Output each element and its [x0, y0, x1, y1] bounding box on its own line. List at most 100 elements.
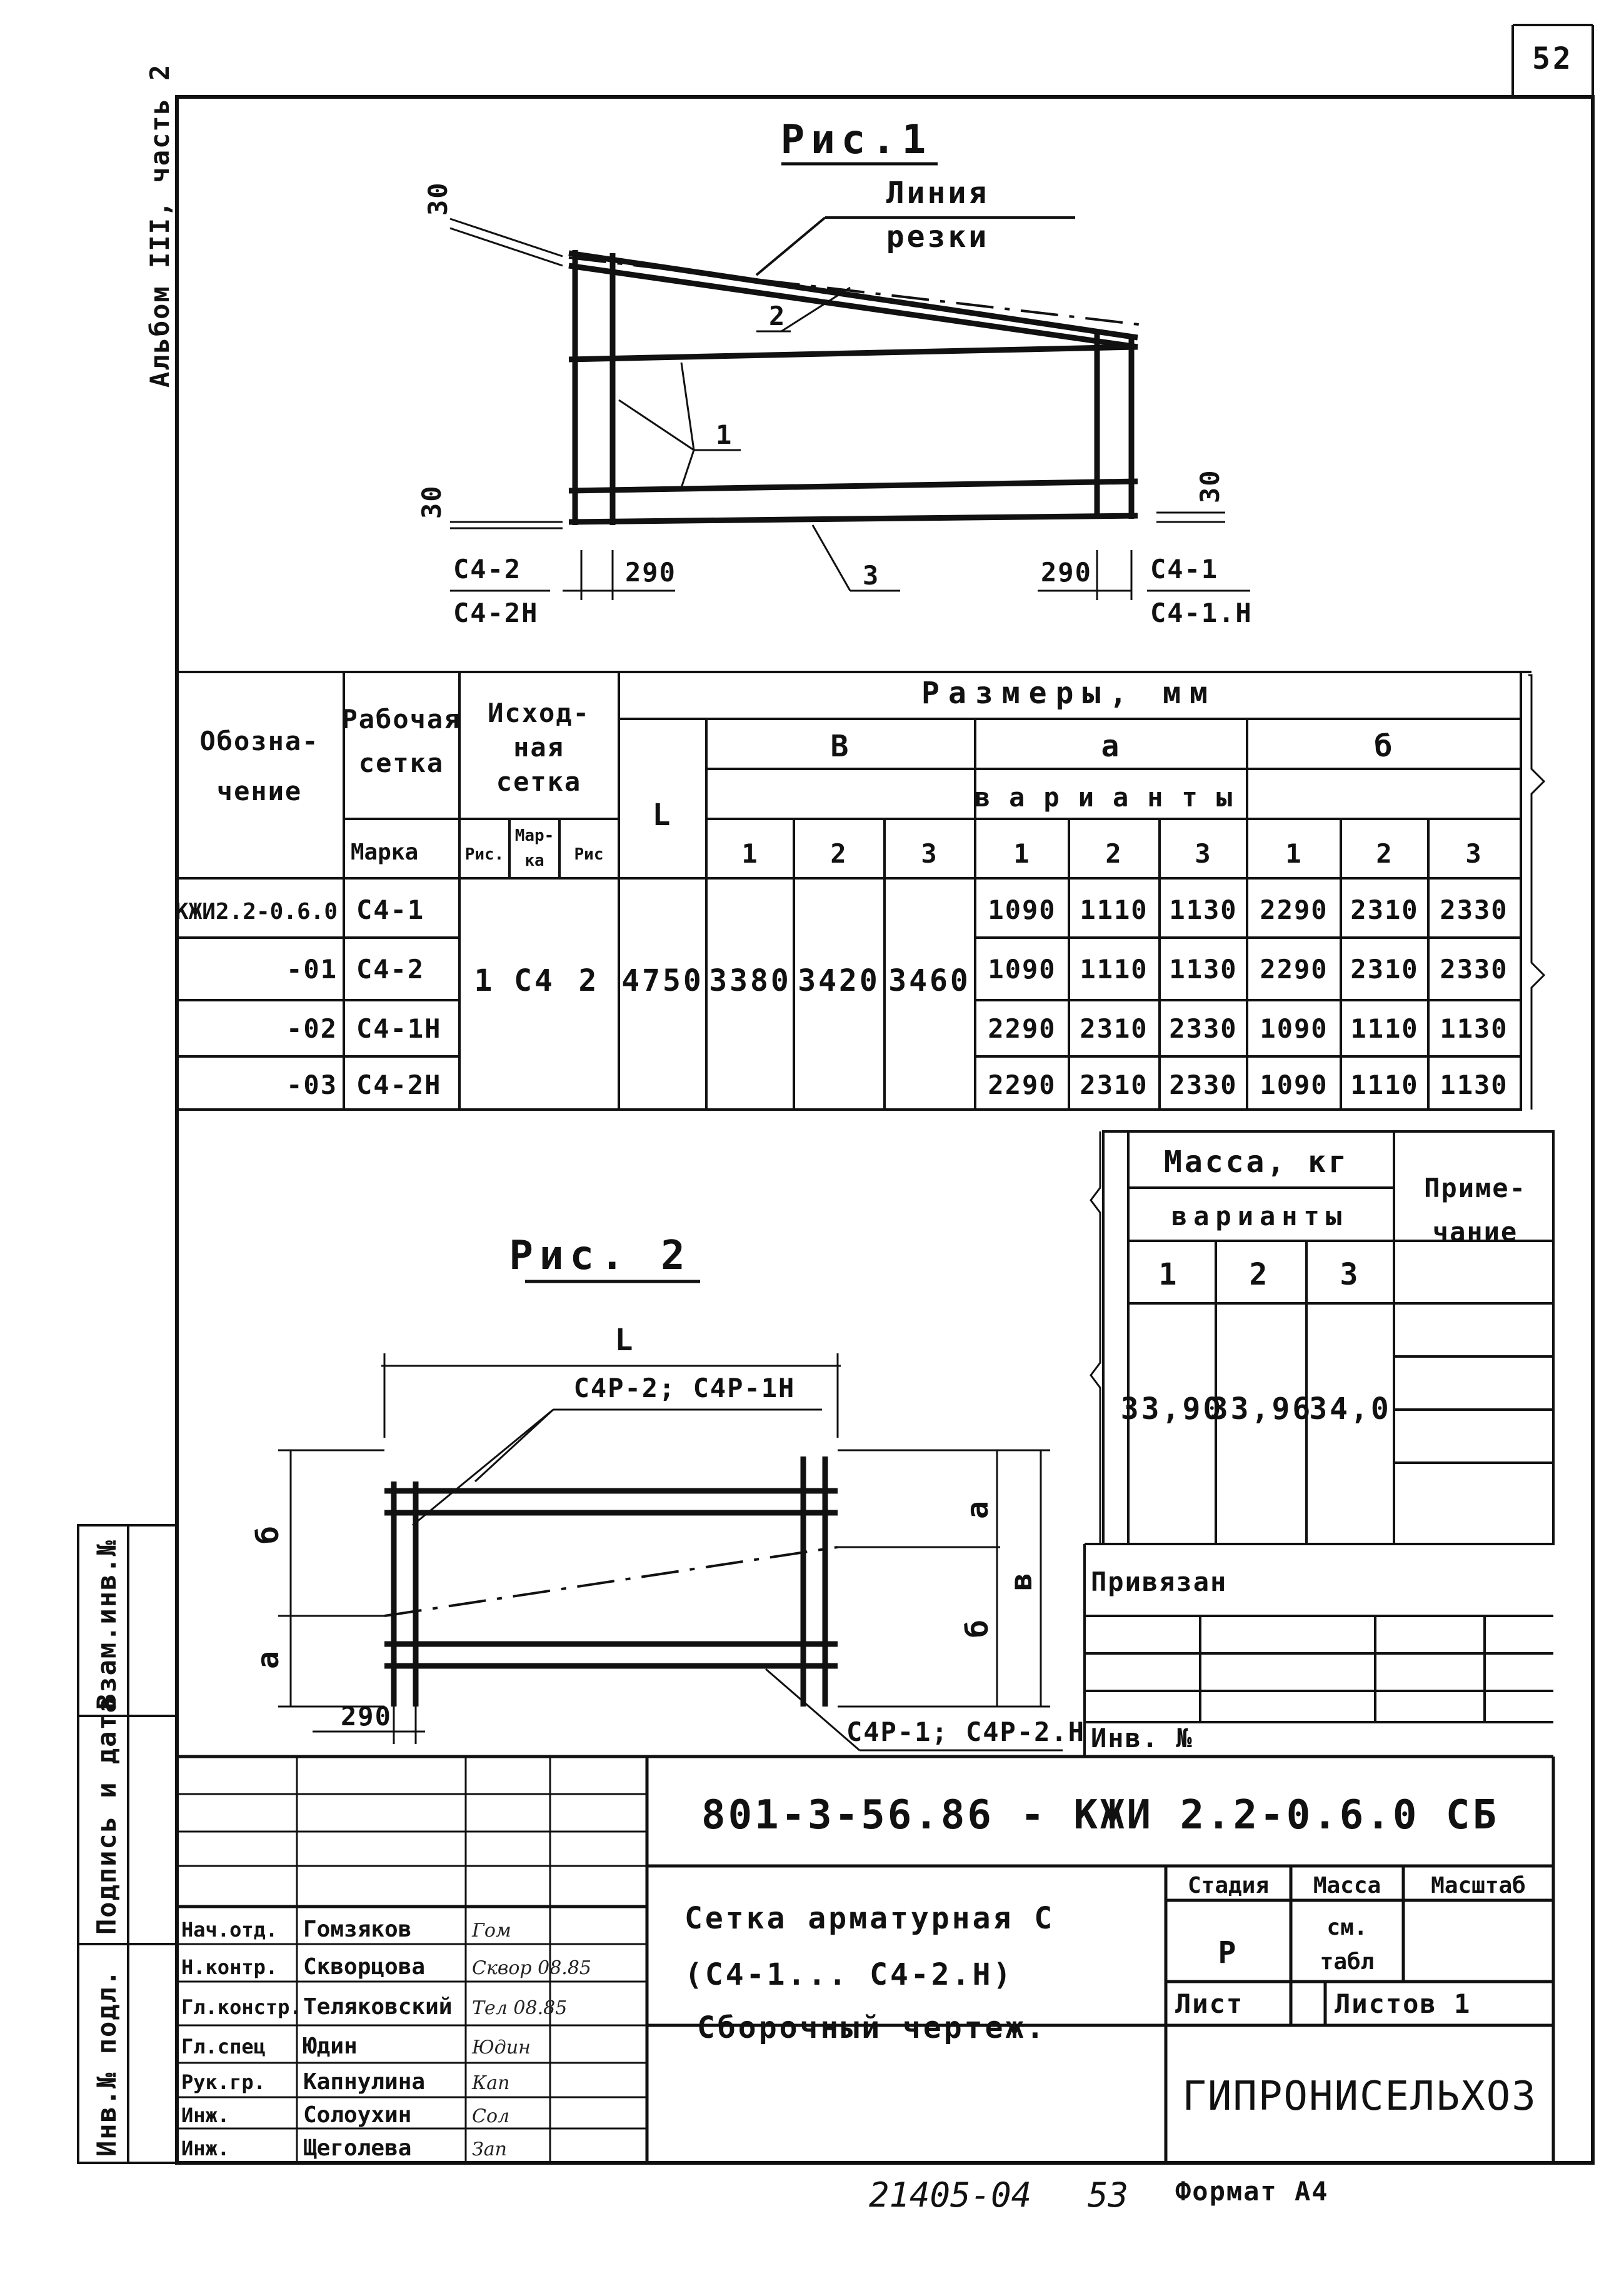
sig-name: Капнулина — [303, 2069, 425, 2095]
row3-designation: -03 — [286, 1070, 338, 1100]
sig-role: Н.контр. — [181, 1955, 278, 1979]
hdr-variants: варианты — [975, 782, 1251, 813]
hdr-sizes: Размеры, мм — [921, 676, 1216, 711]
cell: 1110 — [1350, 1070, 1418, 1100]
hdr-marka-short-1: Мар- — [515, 826, 554, 845]
sheets-label: Листов 1 — [1335, 1988, 1471, 2019]
cell: 2290 — [1260, 895, 1328, 925]
fig2-b-right: б — [960, 1617, 995, 1638]
fig2-b-left: б — [251, 1523, 286, 1544]
row3-values: 2290 2310 2330 1090 1110 1130 — [988, 1070, 1508, 1100]
cell: 1090 — [1260, 1013, 1328, 1044]
row2-designation: -02 — [286, 1013, 338, 1044]
fig1-title: Рис.1 — [781, 117, 933, 163]
fig2-L: L — [615, 1323, 636, 1358]
variant-num: 3 — [1465, 838, 1482, 869]
cell: 1130 — [1440, 1070, 1508, 1100]
cell: 2330 — [1169, 1070, 1237, 1100]
cell: 1130 — [1169, 895, 1237, 925]
variant-num: 1 — [1285, 838, 1302, 869]
cell: 1110 — [1080, 954, 1148, 985]
row2-values: 2290 2310 2330 1090 1110 1130 — [988, 1013, 1508, 1044]
fig1-dim-290-left: 290 — [625, 557, 676, 588]
sig-name: Гомзяков — [303, 1917, 411, 1942]
fig2-top-label: С4Р-2; С4Р-1Н — [574, 1373, 796, 1403]
variant-num: 1 — [1013, 838, 1030, 869]
side-stamp — [77, 1524, 178, 2164]
mass-table — [1090, 1130, 1555, 1545]
mass-variants: варианты — [1171, 1201, 1348, 1231]
footer-format: Формат А4 — [1175, 2176, 1329, 2207]
shared-B1: 3380 — [709, 963, 791, 998]
fig1-cut-line-2: резки — [886, 219, 990, 254]
fig1-dim-30-top: 30 — [423, 181, 453, 216]
hdr-a: а — [1101, 729, 1122, 764]
row1-mark: С4-2 — [356, 954, 424, 985]
cell: 1110 — [1350, 1013, 1418, 1044]
fig2-dim-290: 290 — [341, 1701, 392, 1732]
org-name: ГИПРОНИСЕЛЬХОЗ — [1182, 2073, 1536, 2120]
row0-mark: С4-1 — [356, 895, 424, 925]
hdr-source-1: Исход- — [488, 698, 590, 728]
shared-B2: 3420 — [798, 963, 880, 998]
hdr-working-2: сетка — [359, 748, 444, 778]
side-stamp-inv-orig: Инв.№ подл. — [91, 1969, 122, 2157]
cell: 2330 — [1440, 895, 1508, 925]
hdr-marka: Марка — [351, 840, 418, 865]
mass-var-2: 2 — [1250, 1257, 1270, 1292]
side-stamp-signature-date: Подпись и дата — [91, 1696, 122, 1935]
sig-role: Инж. — [181, 2103, 229, 2127]
footer-number: 21405-04 — [869, 2175, 1031, 2215]
row1-designation: -01 — [286, 954, 338, 985]
sig-name: Теляковский — [303, 1994, 452, 2020]
sig-name: Щеголева — [303, 2135, 411, 2161]
fig2-bottom-label: С4Р-1; С4Р-2.Н — [846, 1717, 1085, 1747]
hdr-ris: Рис. — [465, 845, 504, 864]
mass-value-1: см. — [1326, 1915, 1367, 1940]
hdr-ris2: Рис — [574, 845, 604, 864]
sig-sign: Зап — [472, 2138, 507, 2160]
doc-title-2: (С4-1... С4-2.Н) — [684, 1957, 1013, 1992]
hdr-source-3: сетка — [496, 766, 581, 797]
sig-sign: Сол — [472, 2105, 509, 2127]
fig2-B-right: в — [1004, 1570, 1039, 1591]
cell: 2290 — [988, 1013, 1056, 1044]
doc-title-3: Сборочный чертеж. — [697, 2010, 1046, 2045]
fig1-callout-3: 3 — [863, 560, 880, 591]
fig1-left-label-bottom: С4-2Н — [453, 598, 538, 628]
fig1-callout-2: 2 — [769, 301, 786, 331]
mass-val-2: 33,96 — [1210, 1391, 1313, 1426]
fig1-cut-line-1: Линия — [886, 176, 990, 211]
shared-B3: 3460 — [888, 963, 971, 998]
cell: 2290 — [988, 1070, 1056, 1100]
mass-note-1: Приме- — [1424, 1173, 1526, 1203]
cell: 1090 — [988, 954, 1056, 985]
doc-code: 801-3-56.86 - КЖИ 2.2-0.6.0 СБ — [701, 1792, 1499, 1838]
sig-sign: Юдин — [471, 2037, 531, 2058]
side-stamp-inv-replace: Взам.инв.№ — [91, 1539, 122, 1710]
sig-role: Гл.констр. — [181, 1995, 302, 2019]
cell: 1090 — [988, 895, 1056, 925]
shared-source-mark: С4 — [514, 963, 555, 998]
sheet-label: Лист — [1175, 1988, 1243, 2019]
hdr-variant-numbers: 1 2 3 1 2 3 1 2 3 — [741, 838, 1482, 869]
cell: 1110 — [1080, 895, 1148, 925]
fig1-callout-1: 1 — [716, 419, 733, 450]
cell: 2310 — [1080, 1070, 1148, 1100]
mass-title: Масса, кг — [1164, 1145, 1349, 1180]
sig-name: Юдин — [303, 2033, 358, 2059]
variant-num: 2 — [830, 838, 847, 869]
cell: 1130 — [1440, 1013, 1508, 1044]
sheet-frame — [175, 24, 1595, 2165]
row2-mark: С4-1Н — [356, 1013, 441, 1044]
hdr-L: L — [653, 798, 673, 833]
fig2-a-right: а — [960, 1498, 995, 1519]
variant-num: 2 — [1105, 838, 1122, 869]
fig1-dim-30-right: 30 — [1195, 469, 1225, 503]
hdr-B: В — [831, 729, 851, 764]
mass-value-2: табл — [1320, 1949, 1375, 1975]
album-label: Альбом III, часть 2 — [144, 64, 175, 388]
mass-var-1: 1 — [1159, 1257, 1180, 1292]
sig-role: Инж. — [181, 2137, 229, 2160]
figure-2: Рис. 2 L С4Р-2; С4Р-1Н б а 290 — [251, 1233, 1085, 1752]
